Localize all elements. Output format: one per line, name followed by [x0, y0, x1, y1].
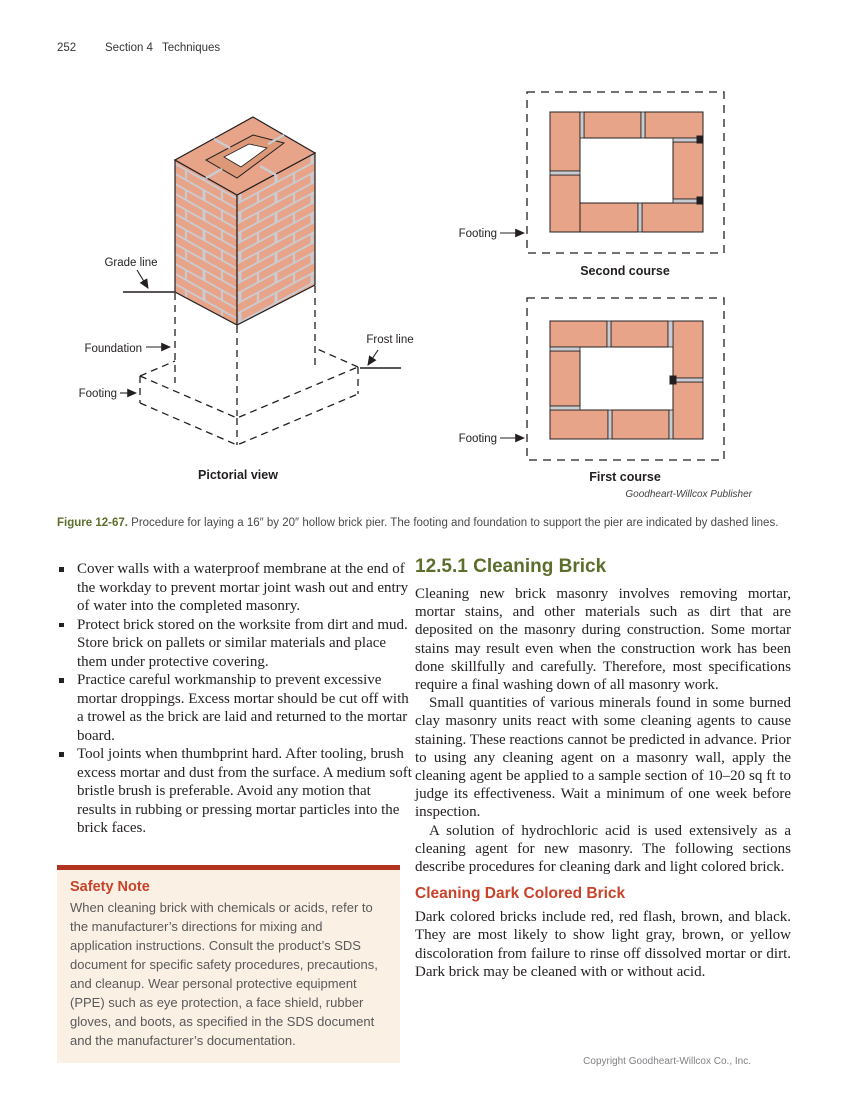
footing-dashed-outline	[139, 286, 359, 446]
second-course-caption: Second course	[580, 264, 670, 278]
figure-number: Figure 12-67.	[57, 516, 128, 529]
running-header: 252 Section 4 Techniques	[57, 42, 220, 54]
page-number: 252	[57, 42, 77, 54]
body-paragraph: A solution of hydrochloric acid is used …	[415, 822, 791, 876]
list-item: Practice careful workmanship to prevent …	[57, 671, 413, 745]
list-item: Tool joints when thumbprint hard. After …	[57, 745, 413, 838]
body-paragraph: Small quantities of various minerals fou…	[415, 695, 791, 821]
right-column: 12.5.1 Cleaning Brick Cleaning new brick…	[415, 556, 791, 981]
pictorial-view-caption: Pictorial view	[198, 468, 278, 482]
figure-caption-text: Procedure for laying a 16″ by 20″ hollow…	[131, 516, 779, 529]
list-item: Protect brick stored on the worksite fro…	[57, 616, 413, 672]
copyright-notice: Copyright Goodheart-Willcox Co., Inc.	[583, 1056, 751, 1067]
safety-note-body: When cleaning brick with chemicals or ac…	[70, 900, 378, 1048]
section-heading: 12.5.1 Cleaning Brick	[415, 556, 607, 577]
frost-line-label: Frost line	[366, 334, 413, 346]
footing-label: Footing	[79, 388, 117, 400]
grade-line-arrow	[136, 269, 149, 289]
body-paragraph: Dark colored bricks include red, red fla…	[415, 909, 791, 980]
list-item: Cover walls with a waterproof membrane a…	[57, 560, 413, 616]
section-label: Section 4	[105, 42, 153, 54]
chapter-label: Techniques	[161, 42, 221, 54]
foundation-label: Foundation	[84, 343, 142, 355]
figure-credit: Goodheart-Willcox Publisher	[625, 489, 752, 500]
frost-line-arrow	[367, 349, 379, 366]
course-plan-diagrams: Footing Second course	[459, 91, 753, 500]
second-course-footing-label: Footing	[459, 228, 497, 240]
brick-pier-pictorial-diagram: Grade line Foundation Frost line Footing…	[79, 116, 414, 482]
safety-note-box: Safety Note When cleaning brick with che…	[57, 865, 400, 1063]
first-course-footing-label: Footing	[459, 433, 497, 445]
body-paragraph: Cleaning new brick masonry involves remo…	[415, 586, 791, 694]
subsection-heading: Cleaning Dark Colored Brick	[415, 885, 626, 903]
safety-note-title: Safety Note	[70, 879, 150, 895]
grade-line-label: Grade line	[104, 257, 157, 269]
first-course-diagram: Footing First course	[459, 297, 725, 484]
bullet-list: Cover walls with a waterproof membrane a…	[57, 560, 413, 838]
figure-caption: Figure 12-67. Procedure for laying a 16″…	[57, 516, 797, 531]
first-course-caption: First course	[589, 470, 661, 484]
safety-note-top-bar	[57, 865, 400, 870]
brick-pier	[173, 116, 317, 326]
second-course-diagram: Footing Second course	[459, 91, 725, 278]
